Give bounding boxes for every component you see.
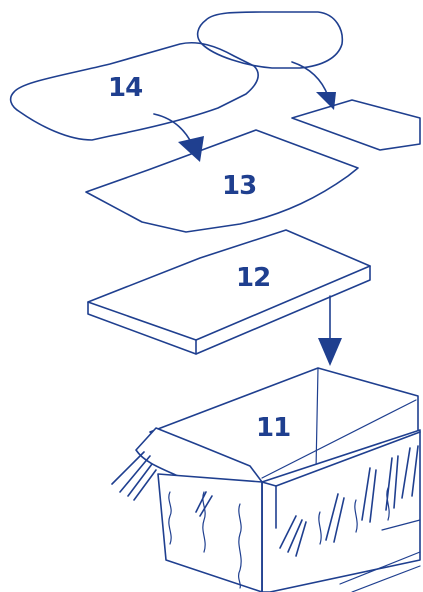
curved-arrow-icon (291, 61, 336, 110)
layer-11-label: 11 (256, 413, 290, 443)
pad-12 (87, 229, 371, 355)
layer-14-label: 14 (108, 73, 142, 103)
sheet-13 (85, 129, 359, 233)
box-11 (111, 367, 421, 592)
small-pad-top (196, 11, 344, 69)
small-sheet-right (291, 99, 421, 151)
layer-12-label: 12 (236, 263, 270, 293)
sheet-14 (9, 41, 259, 141)
curved-arrow-icon (153, 113, 204, 162)
arrow-down-icon (318, 295, 342, 366)
layer-13-label: 13 (222, 171, 256, 201)
